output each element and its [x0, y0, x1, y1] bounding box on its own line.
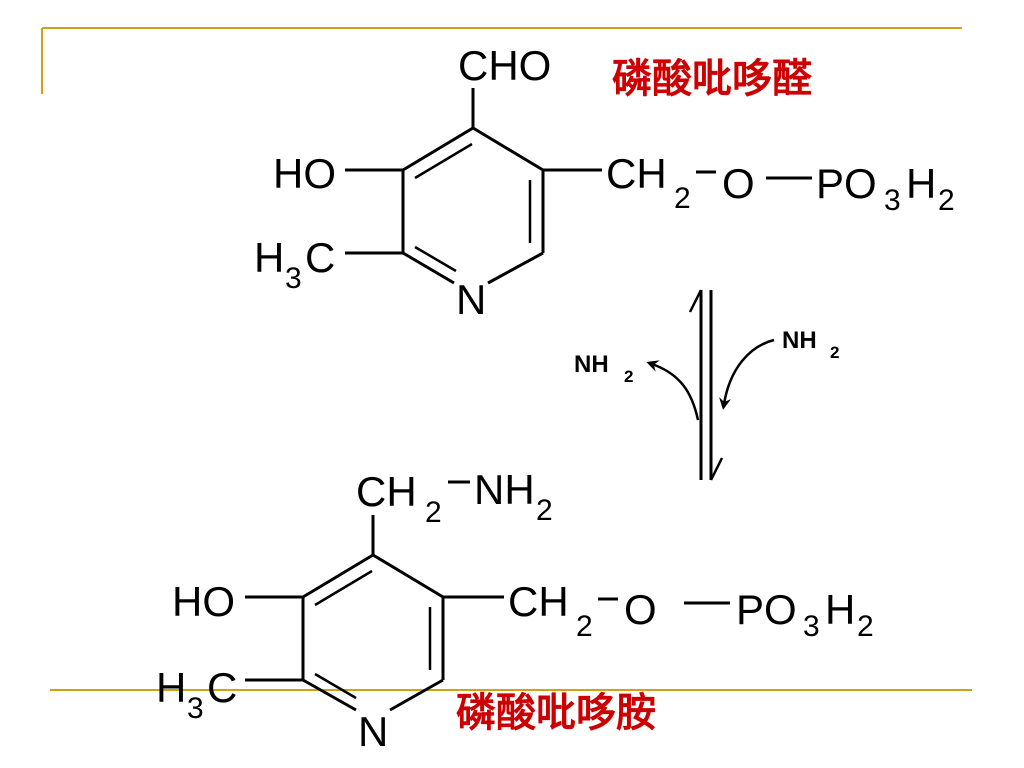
- top-ring-bond-3: [487, 251, 544, 285]
- bottom-ch2-sub-label: 2: [576, 610, 593, 643]
- top-h-label: H: [906, 160, 936, 207]
- bottom-ring-double-1: [314, 569, 373, 607]
- bottom-ring-double-3: [314, 672, 357, 700]
- bottom-oxygen-label: O: [624, 586, 657, 633]
- top-methyl-h-label: H: [254, 234, 284, 281]
- bottom-h-sub-label: 2: [857, 610, 874, 643]
- bottom-ring-bond-4: [302, 678, 357, 712]
- top-molecule: CHO HO H 3 C N CH 2 O PO 3 H 2 磷酸吡哆醛: [254, 42, 955, 323]
- top-h-sub-label: 2: [938, 184, 955, 217]
- top-methyl-sub-label: 3: [285, 262, 302, 295]
- bottom-methyl-c-label: C: [207, 664, 237, 711]
- top-ring-bond-1: [472, 126, 544, 172]
- bottom-ch2-ch-label: CH: [508, 578, 569, 625]
- bottom-nitrogen-label: N: [358, 708, 388, 755]
- top-nitrogen-label: N: [456, 276, 486, 323]
- release-curve-arrow: [646, 360, 700, 421]
- left-nh-sub-label: 2: [624, 367, 633, 386]
- top-ring-double-1: [414, 142, 473, 180]
- right-nh-label: NH: [782, 327, 817, 354]
- top-ch-label: CH: [606, 150, 667, 197]
- bottom-ch-label: CH: [356, 468, 417, 515]
- bottom-ring-bond-6: [302, 553, 374, 599]
- bottom-compound-name: 磷酸吡哆胺: [456, 690, 656, 736]
- top-ring-bond-4: [402, 251, 455, 285]
- top-compound-name: 磷酸吡哆醛: [612, 56, 812, 102]
- bottom-po-sub-label: 3: [803, 610, 820, 643]
- bottom-hydroxyl-label: HO: [172, 578, 235, 625]
- top-ring-double-3: [414, 245, 457, 273]
- bottom-molecule: CH 2 NH 2 HO H 3 C N CH 2 O PO 3 H 2 磷酸吡…: [156, 466, 874, 755]
- bottom-nh-sub-label: 2: [536, 494, 553, 527]
- top-ring-bond-6: [402, 126, 474, 172]
- equilibrium-harpoon-down: [709, 457, 724, 481]
- bottom-methyl-h-label: H: [156, 664, 186, 711]
- top-po-label: PO: [816, 160, 877, 207]
- top-hydroxyl-label: HO: [273, 150, 336, 197]
- right-nh-sub-label: 2: [830, 343, 839, 362]
- bottom-methyl-sub-label: 3: [187, 692, 204, 725]
- equilibrium-harpoon-up: [688, 289, 703, 313]
- uptake-curve-arrow: [719, 338, 775, 410]
- top-oxygen-label: O: [722, 160, 755, 207]
- equilibrium-arrows: NH 2 NH 2: [574, 289, 839, 481]
- top-methyl-c-label: C: [305, 234, 335, 281]
- bottom-h-label: H: [825, 586, 855, 633]
- bottom-po-label: PO: [736, 586, 797, 633]
- top-aldehyde-label: CHO: [458, 42, 551, 89]
- top-po-sub-label: 3: [884, 184, 901, 217]
- bottom-ch-sub-label: 2: [425, 496, 442, 529]
- bottom-ring-bond-1: [372, 553, 444, 599]
- top-ch-sub-label: 2: [674, 182, 691, 215]
- bottom-ring-bond-3: [389, 678, 444, 712]
- left-nh-label: NH: [574, 351, 609, 378]
- bottom-nh-label: NH: [474, 466, 535, 513]
